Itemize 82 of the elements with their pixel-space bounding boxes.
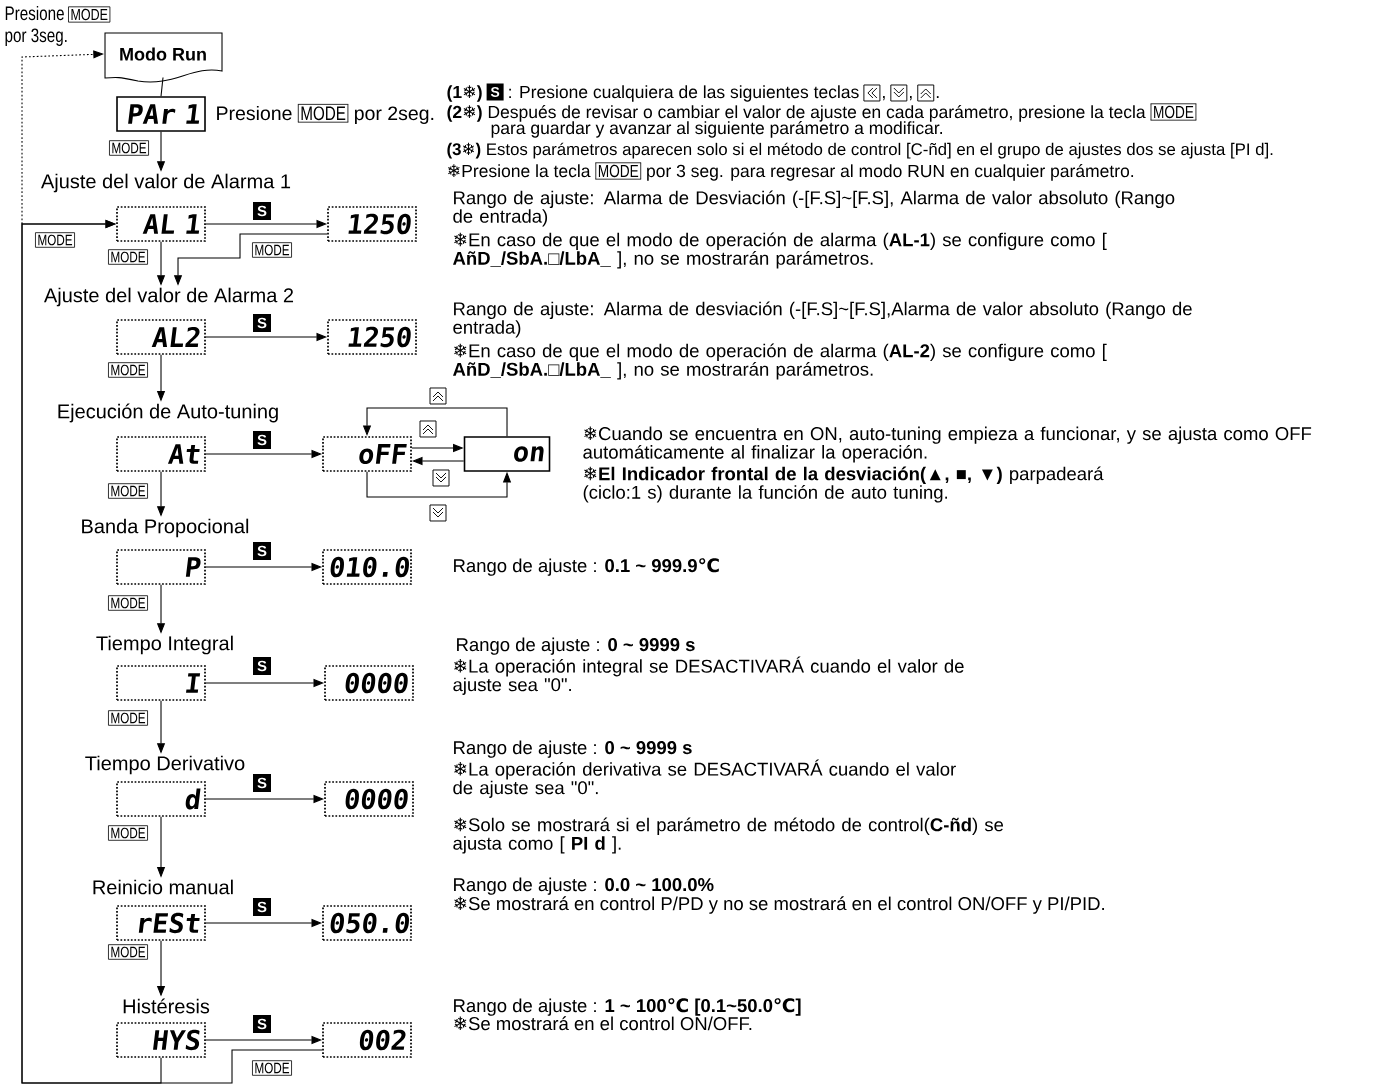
- key-label: MODE: [108, 249, 148, 265]
- note-text: (3❄) Estos parámetros aparecen solo si el método de control [C-ñd] en el grupo de ajustes dos se ajusta [PI d].: [447, 142, 1273, 159]
- note-text: ❄Cuando se encuentra en ON, auto-tuning empieza a funcionar, y se ajusta como OFF automáticamente al finalizar la operación.: [583, 426, 1312, 463]
- note-text: ❄La operación integral se DESACTIVARÁ cuando el valor de ajuste sea "0".: [453, 656, 964, 695]
- key-label: MODE: [108, 595, 148, 611]
- display-box: oFF: [322, 436, 412, 472]
- note-text: Rango de ajuste: Alarma de desviación (-[F.S]~[F.S],Alarma de valor absoluto (Rango de entrada): [453, 301, 1192, 338]
- display-box: 010.0: [322, 549, 412, 585]
- parameter-heading: Tiempo Derivativo: [85, 755, 245, 775]
- display-box: 1250: [327, 206, 417, 242]
- note-text: Presione: [5, 5, 64, 21]
- note-text: ❄La operación derivativa se DESACTIVARÁ cuando el valor de ajuste sea "0".: [453, 759, 956, 798]
- key-label: MODE: [252, 242, 292, 258]
- note-text: ❄Presione la tecla: [448, 164, 591, 178]
- parameter-heading: Ajuste del valor de Alarma 2: [44, 287, 293, 307]
- display-box: 0000: [324, 665, 414, 701]
- note-text: Rango de ajuste : 0 ~ 9999 s: [454, 740, 692, 758]
- key-label: MODE: [252, 1060, 292, 1076]
- key-label: MODE: [108, 710, 148, 726]
- note-text: ❄El Indicador frontal de la desviación(▲, ■, ▼) parpadeará (ciclo:1 s) durante la función de auto tuning.: [583, 466, 1104, 503]
- key-label: S: [253, 314, 271, 332]
- key-label: MODE: [68, 6, 111, 23]
- note-text: Rango de ajuste : 0.0 ~ 100.0%: [454, 877, 714, 895]
- note-text: Rango de ajuste: Alarma de Desviación (-[F.S]~[F.S], Alarma de valor absoluto (Rango de entrada): [453, 190, 1175, 227]
- display-box: At: [116, 436, 206, 472]
- parameter-heading: Histéresis: [123, 998, 210, 1014]
- key-label: S: [253, 657, 271, 675]
- note-text: Rango de ajuste : 0 ~ 9999 s: [457, 637, 695, 655]
- note-text: Rango de ajuste : 0.1 ~ 999.9℃: [454, 558, 719, 576]
- note-text: (2❄) Después de revisar o cambiar el valor de ajuste en cada parámetro, presione la tecla: [447, 105, 1146, 122]
- note-text: ❄Solo se mostrará si el parámetro de método de control(C-ñd) se ajusta como [ PI d ].: [453, 817, 1004, 854]
- note-text: ❄En caso de que el modo de operación de alarma (AL-1) se configure como [ AñD_/SbA.□/LbA_ ], no se mostrarán parámetros.: [453, 232, 1107, 269]
- key-label: S: [253, 898, 271, 916]
- key-label: MODE: [1150, 103, 1197, 121]
- parameter-heading: Banda Propocional: [82, 518, 249, 538]
- note-text: por 3seg.: [5, 28, 67, 47]
- key-label: S: [253, 774, 271, 792]
- note-text: Rango de ajuste : 1 ~ 100℃ [0.1~50.0℃]: [454, 998, 801, 1016]
- note-text: por 3 seg. para regresar al modo RUN en cualquier parámetro.: [647, 164, 1134, 181]
- note-text: : Presione cualquiera de las siguientes teclas: [509, 85, 859, 102]
- display-box: AL 1: [116, 206, 206, 242]
- note-text: ,: [883, 96, 885, 101]
- display-box: PAr 1: [116, 96, 206, 132]
- display-box: rESt: [116, 905, 206, 941]
- key-label: S: [253, 202, 271, 220]
- note-text: ❄Se mostrará en control P/PD y no se mostrará en el control ON/OFF y PI/PID.: [454, 896, 1104, 914]
- key-label: S: [253, 542, 271, 560]
- key-label: MODE: [108, 825, 148, 841]
- key-label: MODE: [108, 944, 148, 960]
- display-box: 002: [322, 1022, 412, 1058]
- key-label: MODE: [108, 483, 148, 499]
- display-box: d: [116, 781, 206, 817]
- note-text: Presione: [217, 105, 292, 121]
- note-text: ❄Se mostrará en el control ON/OFF.: [454, 1016, 752, 1031]
- display-box: 1250: [327, 319, 417, 355]
- note-text: por 2seg.: [355, 106, 434, 125]
- note-text: para guardar y avanzar al siguiente parámetro a modificar.: [491, 121, 942, 138]
- key-label: MODE: [35, 232, 75, 248]
- note-text: .: [936, 96, 939, 98]
- display-box: on: [463, 436, 551, 472]
- display-box: HYS: [116, 1022, 206, 1058]
- parameter-heading: Ajuste del valor de Alarma 1: [41, 173, 291, 193]
- display-box: 050.0: [322, 905, 412, 941]
- display-box: P: [116, 549, 206, 585]
- key-label: S: [253, 1015, 271, 1033]
- display-box: 0000: [324, 781, 414, 817]
- parameter-heading: Tiempo Integral: [96, 635, 233, 655]
- key-label: S: [253, 431, 271, 449]
- parameter-heading: Ejecución de Auto-tuning: [58, 403, 278, 423]
- key-label: S: [486, 83, 504, 101]
- key-label: MODE: [595, 162, 642, 180]
- parameter-heading: Reinicio manual: [93, 879, 233, 895]
- note-text: (1❄): [447, 85, 482, 102]
- key-label: MODE: [297, 103, 349, 123]
- key-label: MODE: [109, 140, 149, 156]
- note-text: ❄En caso de que el modo de operación de alarma (AL-2) se configure como [ AñD_/SbA.□/LbA_ ], no se mostrarán parámetros.: [453, 343, 1107, 380]
- mode-label: Modo Run: [120, 47, 206, 61]
- key-label: MODE: [108, 362, 148, 378]
- display-box: AL2: [116, 319, 206, 355]
- display-box: I: [116, 665, 206, 701]
- note-text: ,: [909, 96, 912, 101]
- arrow: [21, 219, 162, 1084]
